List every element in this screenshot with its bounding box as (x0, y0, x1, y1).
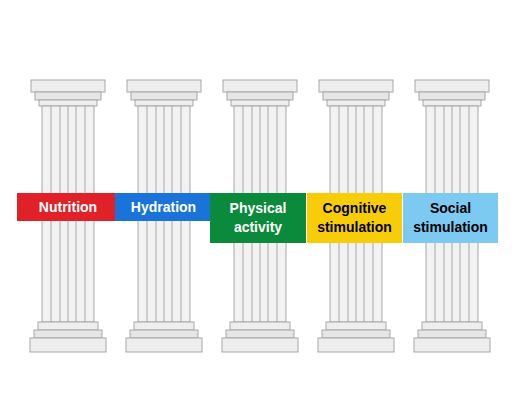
pillar-label: Nutrition (17, 193, 119, 221)
pillar-label: Social stimulation (403, 193, 498, 243)
label-text: Social stimulation (407, 199, 494, 237)
pillar-label: Physical activity (210, 193, 306, 243)
pillar-label: Cognitive stimulation (307, 193, 402, 243)
label-text: Physical activity (214, 199, 302, 237)
label-text: Nutrition (39, 198, 97, 217)
label-text: Hydration (131, 198, 196, 217)
pillar-label: Hydration (115, 193, 212, 221)
label-text: Cognitive stimulation (311, 199, 398, 237)
